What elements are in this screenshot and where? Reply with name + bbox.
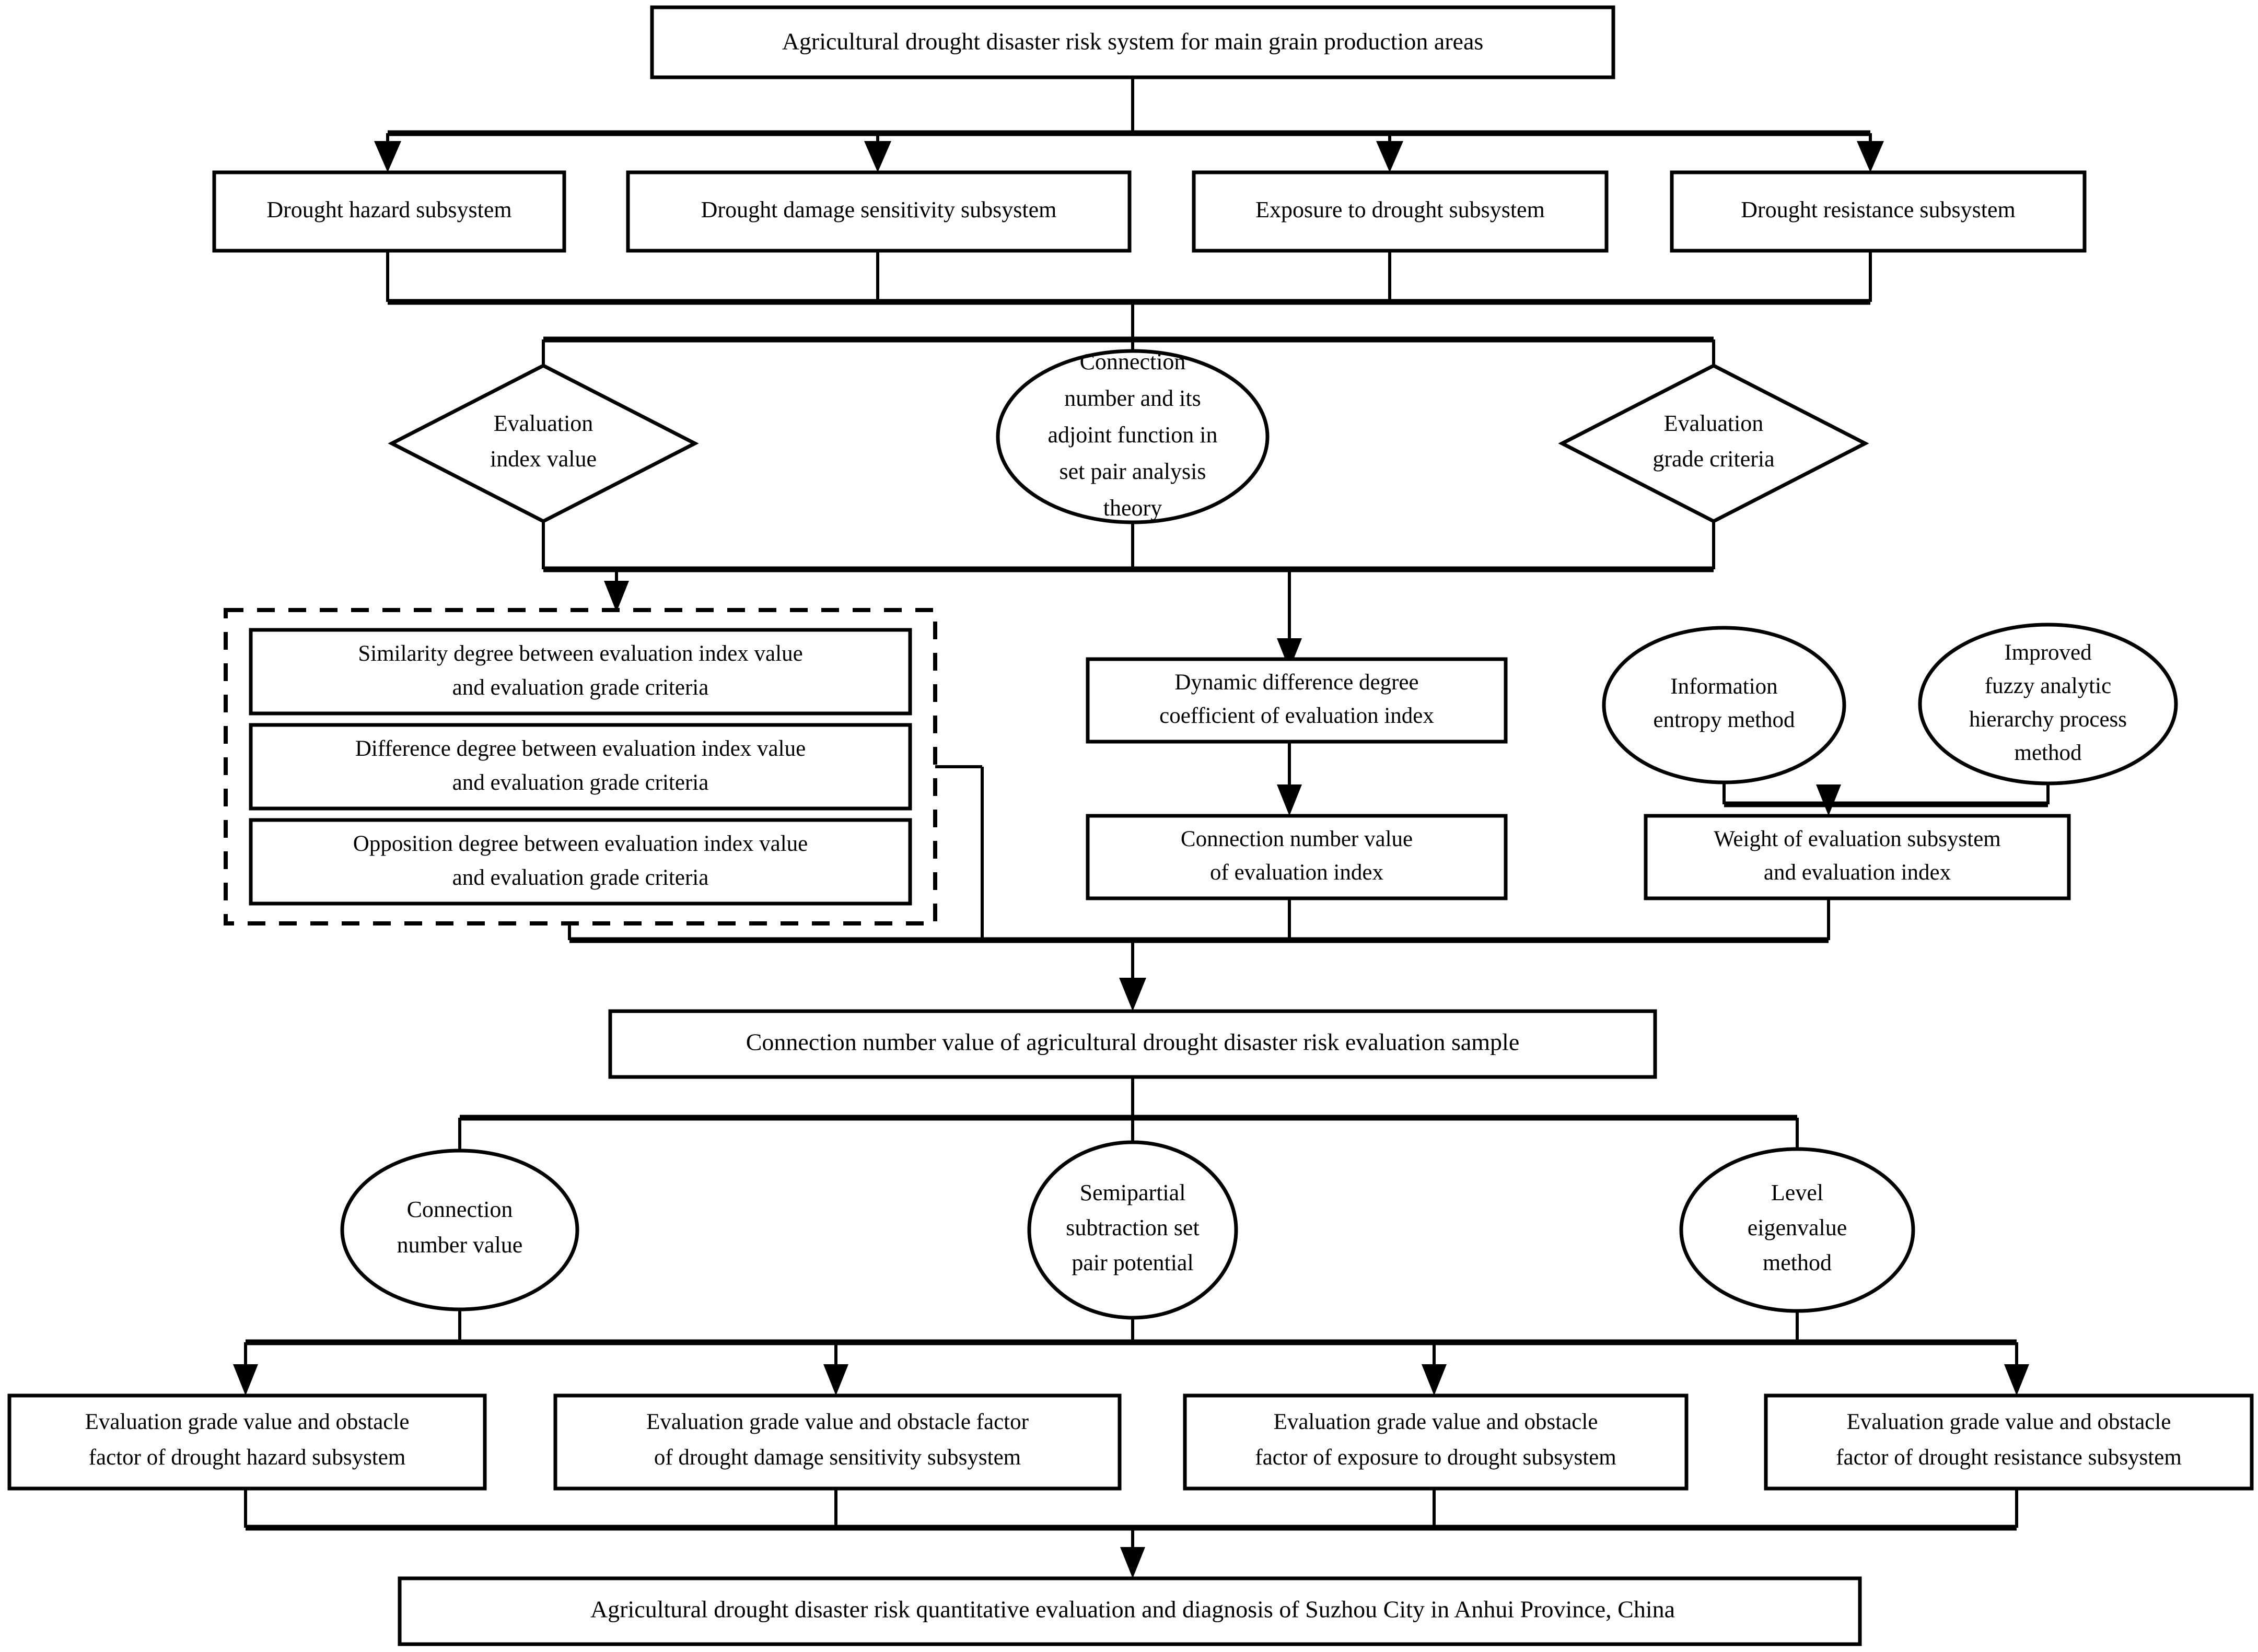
node-information-entropy-method-line2: entropy method [1653,708,1795,732]
node-final-conclusion-label: Agricultural drought disaster risk quant… [590,1596,1675,1623]
node-semipartial-line3: pair potential [1072,1250,1193,1275]
node-subsystem-1-label: Drought damage sensitivity subsystem [701,197,1057,222]
node-outcome-2[interactable]: Evaluation grade value and obstacle fact… [1183,1393,1689,1491]
node-improved-fuzzy-ahp-line4: method [2015,741,2082,765]
node-outcome-0-line2: factor of drought hazard subsystem [89,1445,406,1470]
node-root-label: Agricultural drought disaster risk syste… [782,28,1484,55]
node-evaluation-grade-criteria[interactable]: Evaluation grade criteria [1558,364,1869,523]
node-outcome-1[interactable]: Evaluation grade value and obstacle fact… [553,1393,1122,1491]
node-difference-degree[interactable]: Difference degree between evaluation ind… [249,723,912,811]
node-outcome-3[interactable]: Evaluation grade value and obstacle fact… [1764,1393,2254,1491]
node-level-eigenvalue-line1: Level [1771,1180,1823,1205]
node-similarity-degree-line2: and evaluation grade criteria [452,675,709,700]
node-outcome-2-line1: Evaluation grade value and obstacle [1274,1410,1598,1434]
node-weight-evaluation-subsystem-line2: and evaluation index [1764,860,1951,885]
node-sample-connection-number[interactable]: Connection number value of agricultural … [608,1009,1657,1079]
degree-group-dashed-container [224,608,937,925]
node-connection-number-value-index-line2: of evaluation index [1210,860,1383,885]
node-connection-number-value[interactable]: Connection number value [340,1149,579,1311]
node-outcome-0-line1: Evaluation grade value and obstacle [85,1410,410,1434]
node-final-conclusion[interactable]: Agricultural drought disaster risk quant… [398,1576,1862,1646]
node-connection-number-theory-line2: number and its [1064,385,1201,411]
node-semipartial-line1: Semipartial [1080,1180,1186,1205]
node-similarity-degree[interactable]: Similarity degree between evaluation ind… [249,628,912,716]
node-information-entropy-method-line1: Information [1670,674,1777,699]
node-sample-connection-number-label: Connection number value of agricultural … [746,1029,1520,1056]
node-level-eigenvalue-line2: eigenvalue [1748,1215,1847,1240]
node-outcome-1-line1: Evaluation grade value and obstacle fact… [646,1410,1029,1434]
node-connection-number-theory[interactable]: Connection number and its adjoint functi… [996,349,1270,524]
node-weight-evaluation-subsystem[interactable]: Weight of evaluation subsystem and evalu… [1644,814,2071,900]
node-subsystem-2-label: Exposure to drought subsystem [1255,197,1545,222]
node-level-eigenvalue-method[interactable]: Level eigenvalue method [1679,1147,1915,1313]
connector-layer [233,77,2050,1578]
node-evaluation-index-value[interactable]: Evaluation index value [388,364,699,523]
node-connection-number-value-index[interactable]: Connection number value of evaluation in… [1086,814,1508,900]
node-weight-evaluation-subsystem-line1: Weight of evaluation subsystem [1714,827,2000,851]
node-opposition-degree-line1: Opposition degree between evaluation ind… [353,831,808,856]
node-information-entropy-method[interactable]: Information entropy method [1602,626,1846,784]
node-outcome-2-line2: factor of exposure to drought subsystem [1255,1445,1616,1470]
node-semipartial-line2: subtraction set [1066,1215,1199,1240]
node-subsystem-2[interactable]: Exposure to drought subsystem [1192,170,1609,253]
node-outcome-3-line1: Evaluation grade value and obstacle [1847,1410,2171,1434]
node-evaluation-index-value-line2: index value [490,446,597,472]
node-level-eigenvalue-line3: method [1763,1250,1832,1275]
node-opposition-degree-line2: and evaluation grade criteria [452,865,709,890]
node-opposition-degree[interactable]: Opposition degree between evaluation ind… [249,818,912,906]
node-difference-degree-line2: and evaluation grade criteria [452,770,709,795]
node-outcome-3-line2: factor of drought resistance subsystem [1836,1445,2182,1470]
node-subsystem-3[interactable]: Drought resistance subsystem [1670,170,2087,253]
node-root[interactable]: Agricultural drought disaster risk syste… [650,5,1615,79]
node-connection-number-theory-line1: Connection [1080,349,1186,374]
node-semipartial-subtraction-potential[interactable]: Semipartial subtraction set pair potenti… [1027,1140,1238,1320]
node-outcome-0[interactable]: Evaluation grade value and obstacle fact… [7,1393,487,1491]
node-evaluation-index-value-line1: Evaluation [494,411,593,436]
node-similarity-degree-line1: Similarity degree between evaluation ind… [358,641,802,666]
node-subsystem-1[interactable]: Drought damage sensitivity subsystem [626,170,1132,253]
node-improved-fuzzy-ahp-method[interactable]: Improved fuzzy analytic hierarchy proces… [1918,623,2178,786]
node-connection-number-value-line2: number value [397,1232,523,1258]
node-subsystem-3-label: Drought resistance subsystem [1741,197,2015,222]
node-connection-number-value-index-line1: Connection number value [1181,827,1413,851]
node-difference-degree-line1: Difference degree between evaluation ind… [355,736,806,761]
node-dynamic-difference-degree-line1: Dynamic difference degree [1174,670,1418,695]
node-subsystem-0[interactable]: Drought hazard subsystem [212,170,566,253]
node-connection-number-value-line1: Connection [407,1197,513,1222]
node-subsystem-0-label: Drought hazard subsystem [266,197,511,222]
node-connection-number-theory-line5: theory [1103,495,1162,521]
node-dynamic-difference-degree[interactable]: Dynamic difference degree coefficient of… [1086,657,1508,744]
node-dynamic-difference-degree-line2: coefficient of evaluation index [1159,704,1434,728]
node-improved-fuzzy-ahp-line2: fuzzy analytic [1985,674,2111,698]
node-evaluation-grade-criteria-line2: grade criteria [1652,446,1774,472]
node-improved-fuzzy-ahp-line3: hierarchy process [1969,707,2127,732]
node-improved-fuzzy-ahp-line1: Improved [2004,640,2091,665]
node-connection-number-theory-line4: set pair analysis [1059,459,1206,484]
node-outcome-1-line2: of drought damage sensitivity subsystem [654,1445,1021,1470]
node-evaluation-grade-criteria-line1: Evaluation [1664,411,1764,436]
node-connection-number-theory-line3: adjoint function in [1047,422,1217,448]
